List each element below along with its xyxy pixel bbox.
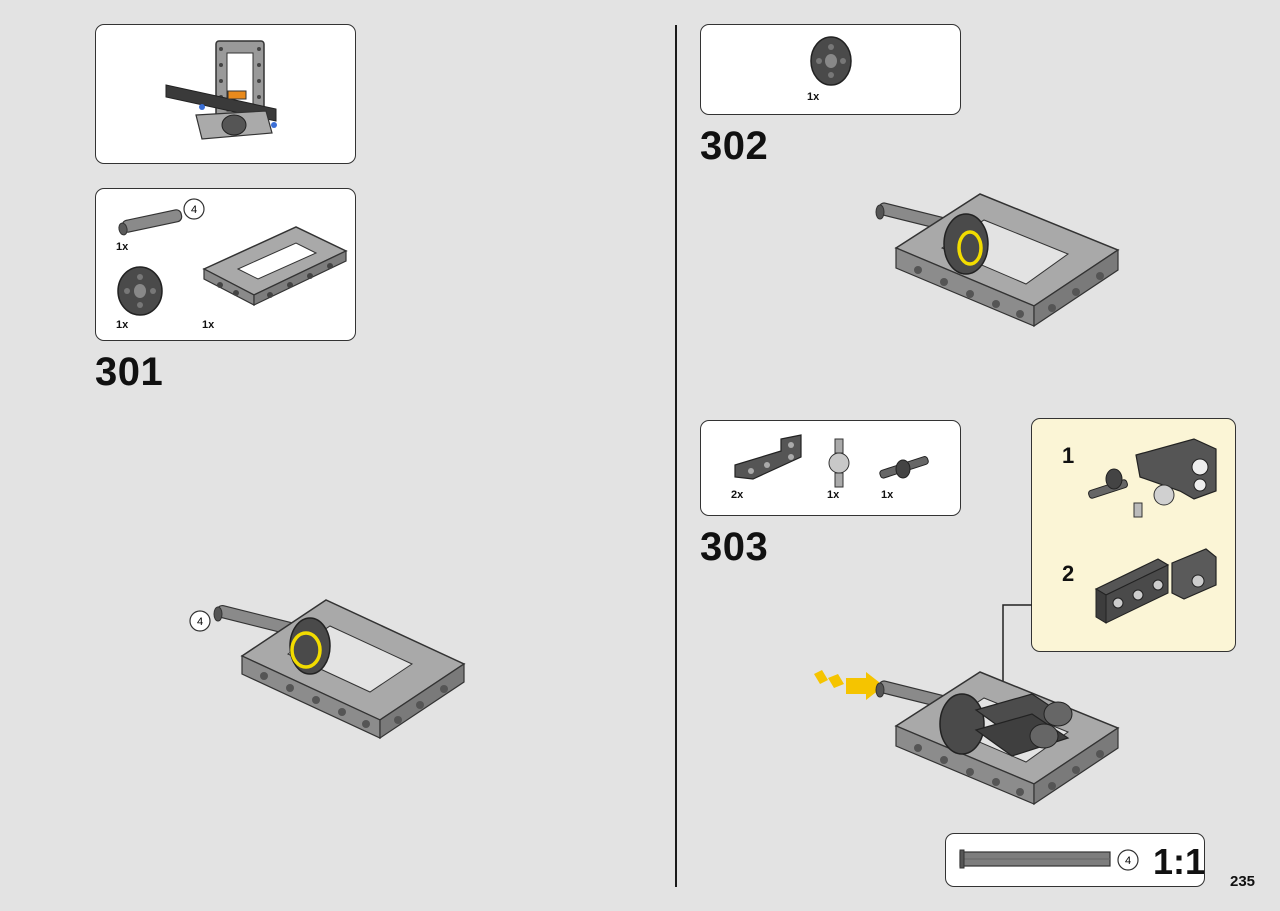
step-302-parts-panel: 1x bbox=[700, 24, 961, 115]
step-303-number: 303 bbox=[700, 525, 769, 569]
beam-qty: 2x bbox=[731, 489, 744, 501]
step-301-assembly-illustration bbox=[213, 599, 466, 740]
axle-count-text: 4 bbox=[191, 204, 197, 216]
axle-qty: 1x bbox=[116, 241, 129, 253]
model-overview-illustration bbox=[165, 40, 277, 140]
frame-part-icon bbox=[202, 226, 348, 306]
sub-step-1-illustration bbox=[1088, 438, 1217, 518]
axle-part-icon bbox=[118, 209, 183, 236]
pulley-qty: 1x bbox=[116, 319, 129, 331]
pulley-qty: 1x bbox=[807, 91, 820, 103]
l-beam-part-icon bbox=[734, 434, 802, 480]
step-302-assembly-illustration bbox=[875, 193, 1120, 328]
step-301-parts-panel: 4 1x 1x 1x bbox=[95, 188, 356, 341]
page-number: 235 bbox=[1230, 873, 1256, 890]
axle-joint-part-icon bbox=[879, 456, 929, 479]
model-overview-panel bbox=[95, 24, 356, 164]
connector-qty: 1x bbox=[827, 489, 840, 501]
step-302-number: 302 bbox=[700, 124, 769, 168]
pulley-part-icon bbox=[117, 266, 163, 316]
count-circle-icon: 4 bbox=[1117, 849, 1139, 871]
sub-assembly-callout: 1 2 bbox=[1031, 418, 1236, 652]
sub-step-2-number: 2 bbox=[1062, 561, 1075, 586]
scale-reference-box: 4 bbox=[945, 833, 1205, 887]
count-circle-icon: 4 bbox=[189, 610, 211, 632]
sub-step-1-number: 1 bbox=[1062, 443, 1075, 468]
page-divider bbox=[675, 25, 677, 887]
scale-ratio-label: 1:1 bbox=[1153, 841, 1206, 882]
scale-axle-count-text: 4 bbox=[1125, 855, 1131, 867]
count-circle-icon: 4 bbox=[183, 198, 205, 220]
axle-joint-qty: 1x bbox=[881, 489, 894, 501]
step-301-number: 301 bbox=[95, 350, 164, 394]
axle-scale-icon bbox=[959, 849, 1111, 869]
frame-qty: 1x bbox=[202, 319, 215, 331]
assembly-axle-count-text: 4 bbox=[197, 616, 203, 628]
sub-step-2-illustration bbox=[1094, 548, 1217, 624]
pulley-part-icon bbox=[810, 36, 852, 86]
step-303-parts-panel: 2x 1x 1x bbox=[700, 420, 961, 516]
step-303-assembly-illustration bbox=[875, 671, 1120, 806]
connector-part-icon bbox=[828, 438, 850, 488]
insert-direction-arrow-icon bbox=[814, 670, 884, 700]
